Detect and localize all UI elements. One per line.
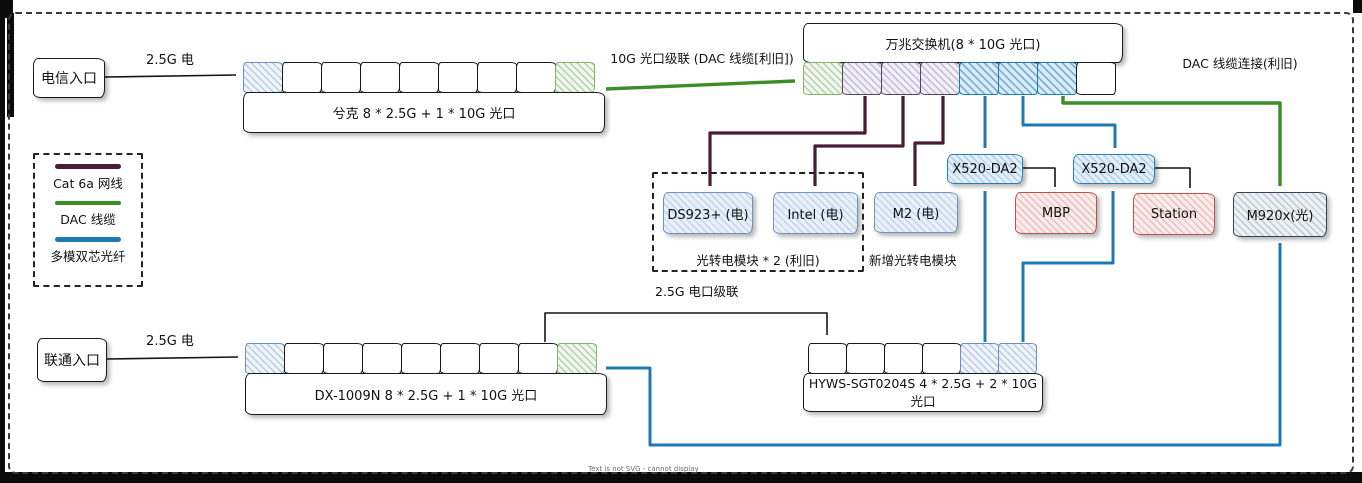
port-white — [479, 343, 519, 374]
legend: Cat 6a 网线 DAC 线缆 多模双芯光纤 — [33, 153, 143, 287]
diagram-dashed-border — [8, 12, 1354, 474]
frame-edge-bottom — [0, 472, 1362, 483]
legend-item-dac: DAC 线缆 — [35, 200, 141, 229]
port-cyan — [1037, 62, 1077, 95]
port-blue — [960, 343, 999, 374]
port-blue — [243, 62, 283, 93]
port-purple — [842, 62, 882, 95]
port-cyan — [959, 62, 999, 95]
node-tengig-switch: 万兆交换机(8 * 10G 光口) — [803, 23, 1123, 63]
node-xike-switch: 兮克 8 * 2.5G + 1 * 10G 光口 — [243, 92, 605, 133]
port-white — [438, 62, 478, 93]
node-tengig-switch-label: 万兆交换机(8 * 10G 光口) — [885, 37, 1041, 53]
port-white — [884, 343, 923, 374]
port-blue — [245, 343, 285, 374]
port-cyan — [998, 62, 1038, 95]
node-mbp-label: MBP — [1042, 205, 1070, 221]
port-green — [557, 343, 597, 374]
port-purple — [881, 62, 921, 95]
export-watermark: Text is not SVG - cannot display — [588, 465, 699, 473]
dx-switch-ports — [245, 343, 597, 374]
port-white — [401, 343, 441, 374]
port-white — [516, 62, 556, 93]
node-m2-label: M2 (电) — [892, 207, 940, 222]
label-unicom-uplink: 2.5G 电 — [146, 334, 194, 349]
port-white — [846, 343, 885, 374]
port-purple — [920, 62, 960, 95]
node-x520-b: X520-DA2 — [1073, 154, 1155, 184]
node-telecom-entry: 电信入口 — [33, 58, 105, 98]
node-mbp: MBP — [1015, 192, 1097, 234]
legend-item-fiber: 多模双芯光纤 — [35, 237, 141, 265]
frame-corner-topright — [1353, 0, 1362, 13]
port-white — [284, 343, 324, 374]
node-station: Station — [1133, 193, 1215, 235]
frame-edge-left-accent — [7, 13, 14, 117]
legend-label-fiber: 多模双芯光纤 — [50, 248, 126, 264]
legend-label-cat6a: Cat 6a 网线 — [53, 175, 123, 191]
port-white — [323, 343, 363, 374]
port-white — [808, 343, 847, 374]
port-white — [518, 343, 558, 374]
xike-switch-ports — [243, 62, 595, 93]
node-intel-label: Intel (电) — [787, 207, 844, 223]
module-group-box — [652, 172, 864, 272]
node-hyws-switch: HYWS-SGT0204S 4 * 2.5G + 2 * 10G 光口 — [803, 373, 1043, 412]
port-green — [555, 62, 595, 93]
port-blue — [998, 343, 1037, 374]
label-copper-cascade: 2.5G 电口级联 — [655, 284, 739, 299]
node-intel: Intel (电) — [773, 192, 858, 234]
legend-label-dac: DAC 线缆 — [60, 212, 116, 227]
label-telecom-uplink: 2.5G 电 — [146, 53, 194, 68]
node-ds923-label: DS923+ (电) — [667, 207, 749, 223]
node-unicom-entry-label: 联通入口 — [44, 353, 100, 369]
node-xike-switch-label: 兮克 8 * 2.5G + 1 * 10G 光口 — [332, 107, 516, 122]
node-dx-switch: DX-1009N 8 * 2.5G + 1 * 10G 光口 — [245, 373, 607, 415]
node-unicom-entry: 联通入口 — [37, 338, 107, 382]
node-x520-a: X520-DA2 — [947, 154, 1023, 184]
legend-swatch-cat6a — [55, 164, 121, 169]
legend-item-cat6a: Cat 6a 网线 — [35, 164, 141, 192]
node-x520-a-label: X520-DA2 — [952, 161, 1018, 177]
port-white — [1076, 62, 1116, 95]
node-dx-switch-label: DX-1009N 8 * 2.5G + 1 * 10G 光口 — [314, 388, 538, 404]
node-x520-b-label: X520-DA2 — [1081, 161, 1147, 177]
port-white — [399, 62, 439, 93]
port-white — [360, 62, 400, 93]
label-module-new: 新增光转电模块 — [869, 253, 957, 268]
hyws-switch-ports — [808, 343, 1037, 374]
legend-swatch-dac — [55, 200, 121, 205]
port-white — [477, 62, 517, 93]
port-white — [922, 343, 961, 374]
node-telecom-entry-label: 电信入口 — [41, 71, 97, 87]
tengig-switch-ports — [803, 62, 1116, 95]
label-module-group: 光转电模块 * 2 (利旧) — [696, 253, 820, 268]
port-white — [362, 343, 402, 374]
label-dac-reuse: DAC 线缆连接(利旧) — [1182, 56, 1298, 71]
port-white — [321, 62, 361, 93]
node-hyws-switch-label: HYWS-SGT0204S 4 * 2.5G + 2 * 10G 光口 — [808, 375, 1038, 409]
node-ds923: DS923+ (电) — [663, 192, 753, 234]
node-station-label: Station — [1150, 206, 1198, 222]
node-m920x: M920x(光) — [1233, 192, 1327, 237]
port-white — [282, 62, 322, 93]
legend-swatch-fiber — [55, 237, 121, 242]
node-m2: M2 (电) — [874, 192, 958, 233]
port-green — [803, 62, 843, 95]
port-white — [440, 343, 480, 374]
frame-edge-left — [0, 0, 5, 483]
label-xike-to-tengig: 10G 光口级联 (DAC 线缆[利旧]) — [610, 51, 794, 66]
node-m920x-label: M920x(光) — [1246, 209, 1314, 224]
